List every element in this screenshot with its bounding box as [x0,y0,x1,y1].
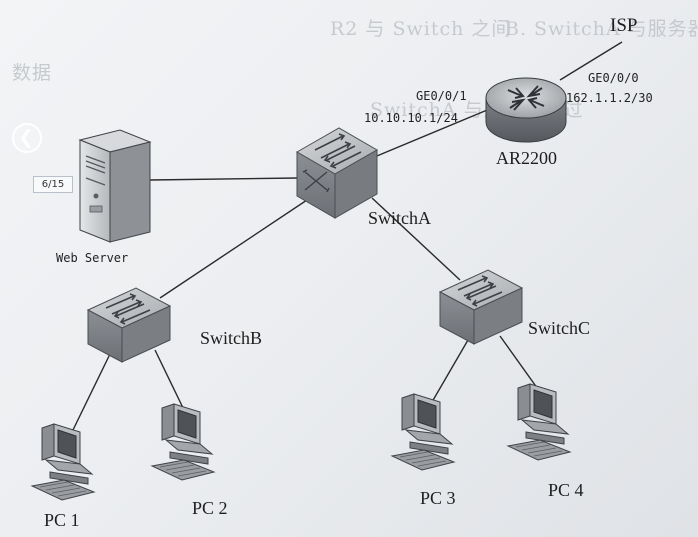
pc4-icon [507,383,571,461]
router-lan-ip-label: 10.10.10.1/24 [364,111,458,125]
pc3-icon [391,393,455,471]
link-switchb-pc2 [154,349,186,413]
isp-label: ISP [610,15,637,36]
chevron-left-icon: ❮ [18,127,34,148]
pc1-label: PC 1 [44,510,80,530]
link-switchb-pc1 [71,353,111,433]
pc3-label: PC 3 [420,488,456,508]
ghost-text-1: R2 与 Switch 之间 [330,18,512,40]
pc1-icon [31,423,95,501]
switchc-label: SwitchC [528,318,590,338]
pc4-label: PC 4 [548,480,584,500]
ghost-text-3: 数据 [12,62,53,84]
previous-page-button[interactable]: ❮ [12,123,42,153]
link-switchc-pc3 [431,339,469,403]
web-server-label: Web Server [56,251,128,265]
link-switcha-switchb [159,197,311,299]
links [71,41,623,433]
page-indicator: 6/15 [33,176,73,193]
link-router-isp [559,41,623,81]
router-wan-ip-label: 162.1.1.2/30 [566,91,653,105]
router-name-label: AR2200 [496,148,557,168]
switchb-label: SwitchB [200,328,262,348]
router-icon [485,77,567,143]
switcha-label: SwitchA [368,208,431,228]
pc2-label: PC 2 [192,498,228,518]
link-switcha-router [371,107,493,159]
web-server-icon [78,129,152,243]
link-switcha-switchc [371,197,461,281]
pc2-icon [151,403,215,481]
link-server-switcha [149,177,299,181]
ghost-text-2: B. SwitchA 与服务器 [505,18,698,40]
router-lan-interface-label: GE0/0/1 [416,89,467,103]
switchb-icon [87,287,171,363]
link-switchc-pc4 [499,335,541,393]
switcha-icon [295,127,379,219]
router-wan-interface-label: GE0/0/0 [588,71,639,85]
switchc-icon [439,269,523,345]
